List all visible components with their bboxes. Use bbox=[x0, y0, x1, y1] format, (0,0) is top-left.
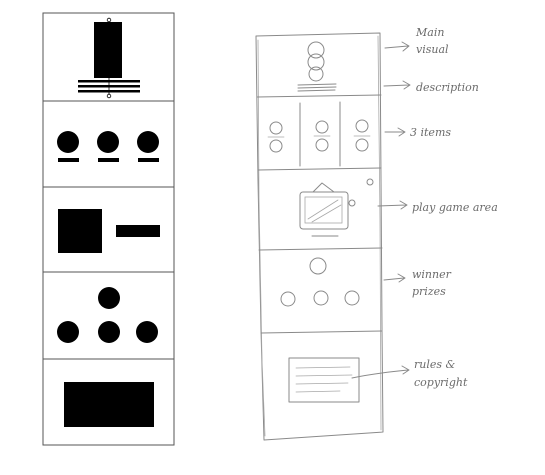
sketch-circle bbox=[308, 66, 324, 82]
game-bar bbox=[116, 225, 160, 237]
winner-circle bbox=[98, 287, 120, 309]
wireframe-section-main-visual bbox=[78, 17, 140, 99]
sketch-item-circle bbox=[355, 119, 369, 133]
winner-circle bbox=[136, 321, 158, 343]
label-copyright: copyright bbox=[414, 376, 468, 389]
wireframe-section-three-items bbox=[57, 131, 159, 162]
axis-top-dot bbox=[106, 17, 112, 23]
sketch-divider bbox=[258, 247, 383, 251]
winner-circle bbox=[57, 321, 79, 343]
sketch-circle bbox=[307, 53, 325, 71]
sketch-column-retrace bbox=[257, 35, 382, 437]
main-visual-block bbox=[94, 22, 122, 78]
sketch-game-inner bbox=[304, 196, 343, 224]
wireframe-section-game-area bbox=[58, 209, 160, 253]
wireframe-section-winners bbox=[57, 287, 158, 343]
label-play-game-area: play game area bbox=[412, 201, 498, 214]
axis-bottom-dot bbox=[106, 93, 112, 99]
label-description: description bbox=[416, 81, 479, 94]
description-line bbox=[78, 85, 140, 88]
sketch-description-lines bbox=[297, 83, 337, 92]
arrow-rules bbox=[351, 365, 410, 379]
description-line bbox=[78, 80, 140, 83]
sketch-game-screen bbox=[299, 191, 349, 230]
item-label-bar bbox=[138, 158, 159, 162]
arrow-play-game bbox=[377, 200, 408, 210]
sketch-rules-box bbox=[288, 357, 360, 403]
sketch-winner-circle bbox=[313, 290, 329, 306]
game-square bbox=[58, 209, 102, 253]
sketch-divider bbox=[256, 94, 382, 98]
label-winner: winner bbox=[412, 268, 452, 281]
wireframe-section-rules bbox=[64, 382, 154, 427]
sketch-winner-circle bbox=[309, 257, 327, 275]
item-label-bar bbox=[58, 158, 79, 162]
sketch-divider bbox=[260, 330, 383, 334]
sketch-winner-circle bbox=[344, 290, 360, 306]
wireframe-column bbox=[42, 12, 175, 446]
sketch-game-machine bbox=[299, 178, 374, 237]
sketch-item-separators bbox=[299, 101, 341, 167]
arrow-main-visual bbox=[384, 41, 410, 52]
sketch-rules-lines bbox=[295, 366, 353, 393]
item-circle bbox=[97, 131, 119, 153]
item-label-bar bbox=[98, 158, 119, 162]
sketch-game-hatch bbox=[307, 199, 342, 223]
sketch-item-circle bbox=[315, 138, 329, 152]
arrow-three-items bbox=[384, 127, 406, 137]
label-main-visual-1: Main bbox=[415, 26, 444, 39]
label-three-items: 3 items bbox=[410, 126, 451, 139]
sketch-game-antenna bbox=[312, 182, 335, 193]
label-main-visual-2: visual bbox=[416, 43, 449, 56]
sketch-column-outline bbox=[255, 32, 384, 441]
sketch-item-circle bbox=[355, 138, 369, 152]
wireframe-frame bbox=[42, 12, 175, 446]
sketch-item-circle bbox=[269, 139, 283, 153]
arrow-description bbox=[383, 80, 411, 90]
sketch-item-circle bbox=[315, 120, 329, 134]
item-circle bbox=[57, 131, 79, 153]
sketch-divider bbox=[257, 167, 382, 171]
rules-block bbox=[64, 382, 154, 427]
sketch-game-button bbox=[366, 178, 374, 186]
item-circle bbox=[137, 131, 159, 153]
sketch-item-lines bbox=[267, 135, 371, 138]
label-prizes: prizes bbox=[412, 285, 446, 298]
sketch-winner-circle bbox=[280, 291, 296, 307]
pencil-sketch: Main visual description 3 items play gam… bbox=[255, 26, 498, 441]
description-line bbox=[78, 90, 140, 93]
label-rules: rules & bbox=[414, 358, 456, 371]
sketch-circle bbox=[307, 41, 325, 59]
arrow-winners bbox=[383, 273, 406, 283]
sketch-item-circle bbox=[269, 121, 283, 135]
sketch-game-knob bbox=[348, 199, 356, 207]
winner-circle bbox=[98, 321, 120, 343]
